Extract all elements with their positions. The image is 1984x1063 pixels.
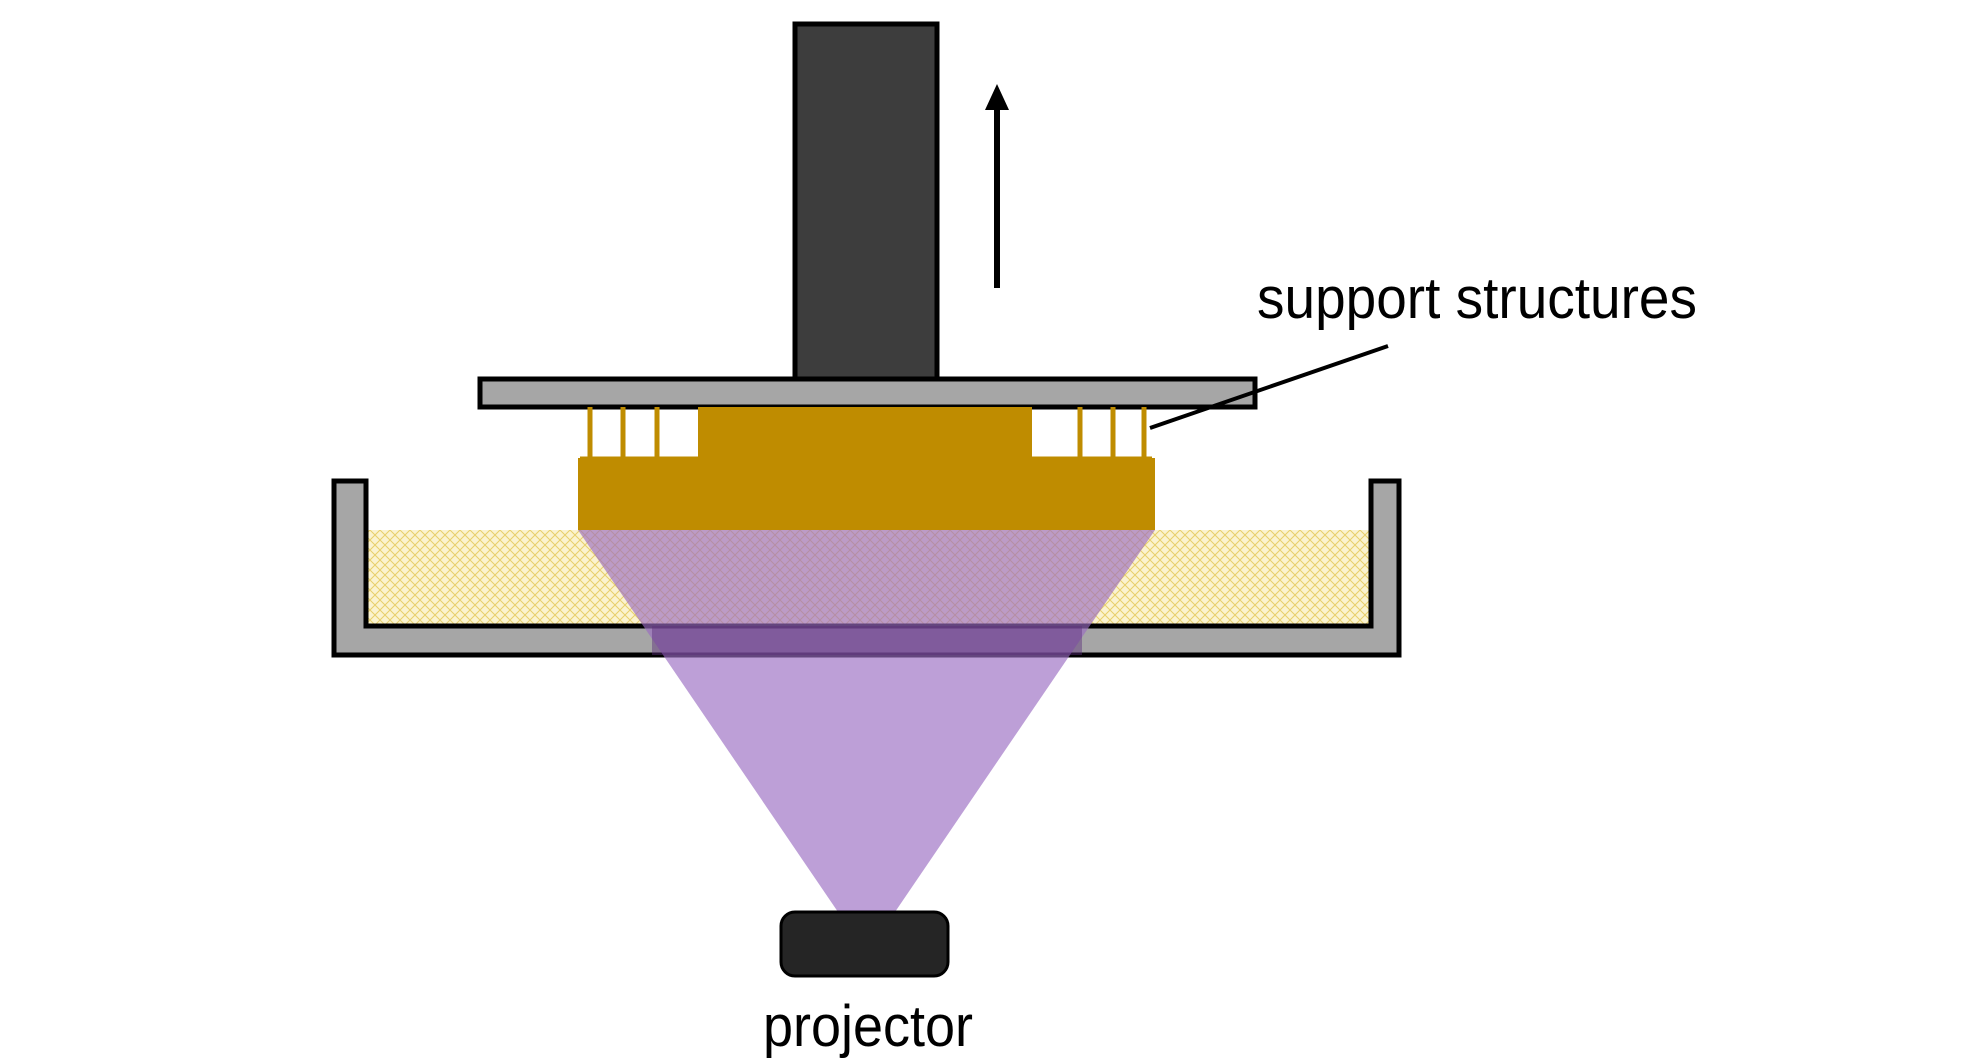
- light-cone: [578, 530, 1155, 912]
- printed-part-body: [578, 458, 1155, 530]
- light-through-vat: [652, 626, 1082, 655]
- support-structures-right: [1032, 407, 1152, 462]
- projector-label: projector: [763, 994, 973, 1059]
- support-leader-line: [1149, 344, 1389, 430]
- printed-part-upper: [698, 407, 1032, 461]
- arrow-up-icon: [985, 84, 1009, 288]
- projector: [779, 910, 950, 978]
- build-column: [792, 21, 940, 383]
- build-platform: [477, 376, 1258, 410]
- support-structures-label: support structures: [1257, 266, 1697, 331]
- support-structures-left: [580, 407, 698, 462]
